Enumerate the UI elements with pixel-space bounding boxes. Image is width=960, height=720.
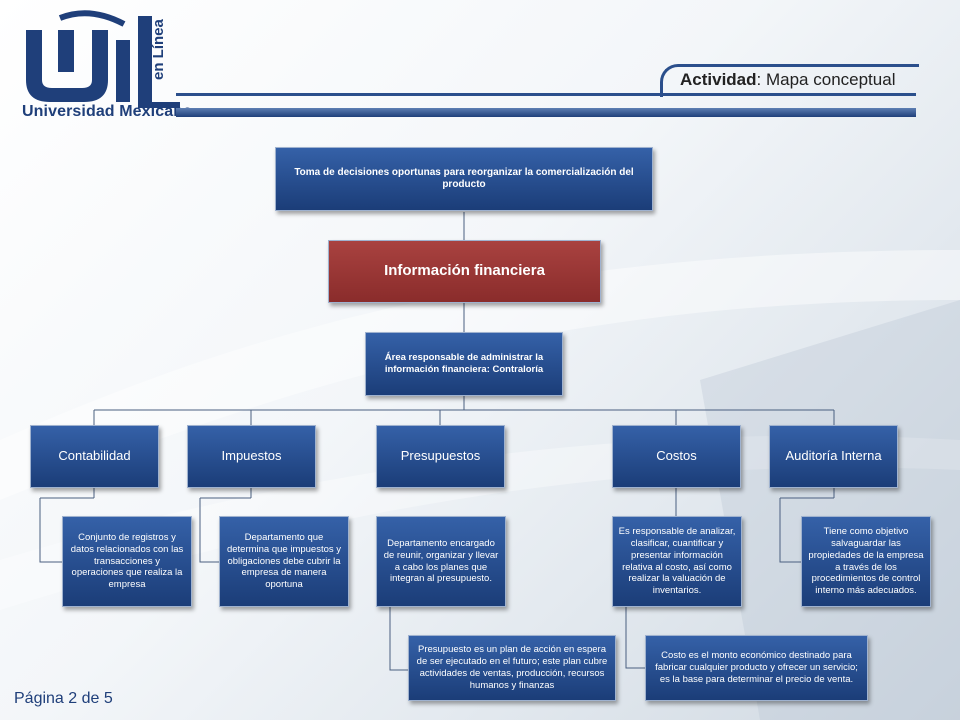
branch-presupuestos-extra: Presupuesto es un plan de acción en espe… xyxy=(408,635,616,701)
page-number: Página 2 de 5 xyxy=(14,690,113,707)
activity-title: Actividad: Mapa conceptual xyxy=(680,70,895,90)
university-logo xyxy=(26,10,180,108)
en-linea-label: en Línea xyxy=(150,19,167,80)
branch-contabilidad-title: Contabilidad xyxy=(30,425,159,488)
branch-presupuestos-title: Presupuestos xyxy=(376,425,505,488)
activity-label: Actividad xyxy=(680,70,757,89)
branch-impuestos-desc: Departamento que determina que impuestos… xyxy=(219,516,349,607)
activity-separator: : xyxy=(756,70,762,89)
center-box: Información financiera xyxy=(328,240,601,303)
activity-topic: Mapa conceptual xyxy=(761,70,896,89)
branch-auditoria-desc: Tiene como objetivo salvaguardar las pro… xyxy=(801,516,931,607)
branch-impuestos-title: Impuestos xyxy=(187,425,316,488)
header-line xyxy=(176,93,916,96)
header-tab xyxy=(660,64,919,97)
top-decision-box: Toma de decisiones oportunas para reorga… xyxy=(275,147,653,211)
branch-contabilidad-desc: Conjunto de registros y datos relacionad… xyxy=(62,516,192,607)
branch-presupuestos-desc: Departamento encargado de reunir, organi… xyxy=(376,516,506,607)
branch-costos-title: Costos xyxy=(612,425,741,488)
branch-costos-desc: Es responsable de analizar, clasificar, … xyxy=(612,516,742,607)
branch-auditoria-title: Auditoría Interna xyxy=(769,425,898,488)
branch-costos-extra: Costo es el monto económico destinado pa… xyxy=(645,635,868,701)
university-name: Universidad Mexicana xyxy=(22,103,193,120)
area-box: Área responsable de administrar la infor… xyxy=(365,332,563,396)
header-bar xyxy=(176,108,916,117)
